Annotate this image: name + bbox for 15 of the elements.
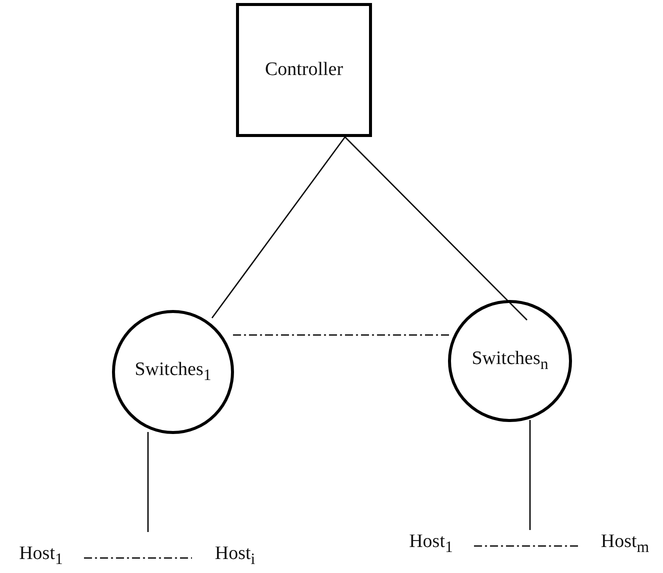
controller-box: [236, 3, 372, 137]
dash-dot-line: [474, 545, 578, 547]
connector-line: [147, 432, 149, 532]
host-label: Host$_{i}$: [214, 543, 256, 569]
connector-line: [211, 136, 346, 318]
dash-dot-line: [233, 334, 449, 336]
node-label: Controller: [264, 59, 344, 81]
node-label: Switches$_{n}$: [472, 348, 548, 374]
dash-dot-line: [84, 557, 192, 559]
connector-line: [529, 420, 531, 530]
host-label: Host$_{1}$: [19, 543, 63, 569]
host-label: Host$_{1}$: [409, 531, 453, 557]
host-label: Host$_{m}$: [600, 531, 650, 557]
connector-line: [344, 136, 528, 320]
node-label: Switches$_{1}$: [134, 359, 212, 385]
